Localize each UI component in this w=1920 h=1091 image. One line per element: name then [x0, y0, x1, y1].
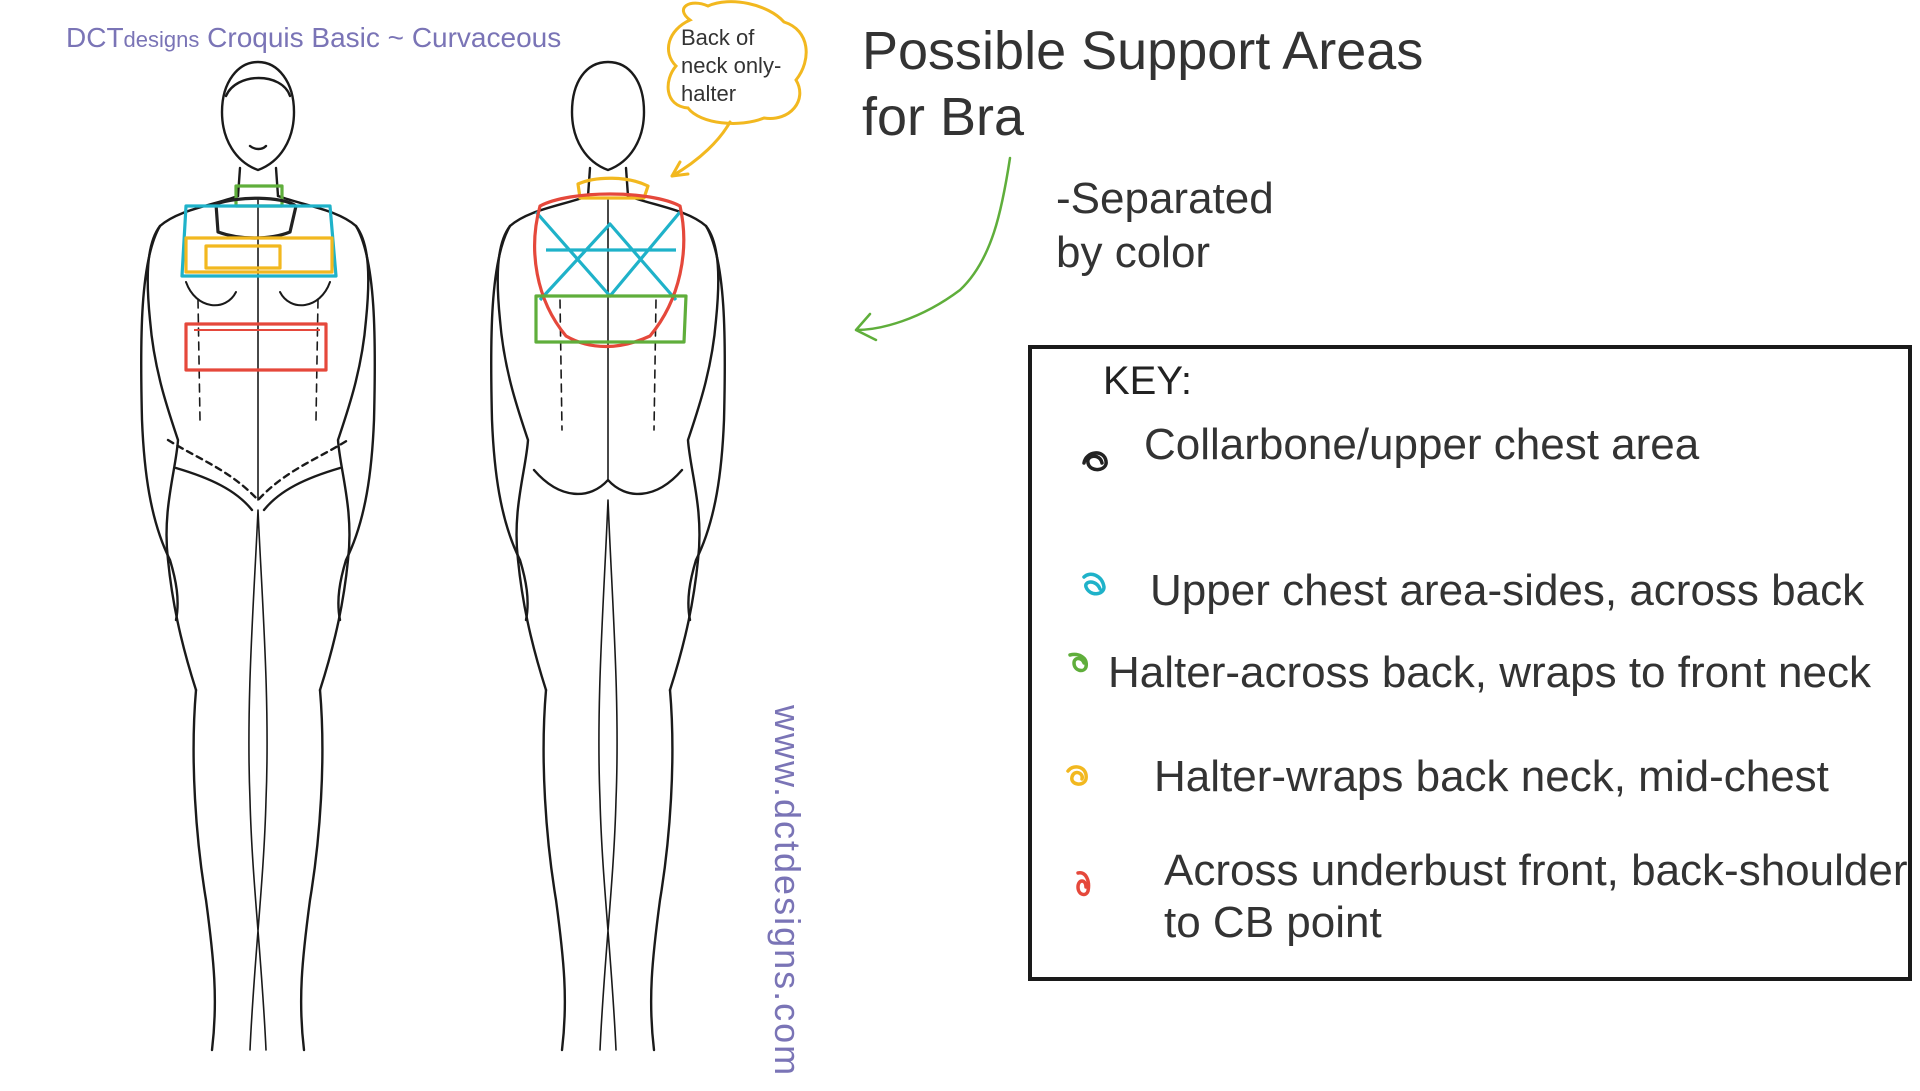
title-line: Possible Support Areas	[862, 21, 1424, 81]
back-support-areas	[533, 176, 688, 349]
key-item-label: Halter-across back, wraps to front neck	[1108, 648, 1871, 697]
scribble-swatch-icon	[1082, 451, 1108, 472]
title-line: for Bra	[862, 87, 1025, 147]
scribble-swatch-icon	[1082, 572, 1106, 596]
brand-name: DCT	[66, 22, 124, 53]
croquis-title: Croquis Basic ~ Curvaceous	[207, 22, 562, 53]
color-key: KEY: Collarbone/upper chest area Upper c…	[1028, 345, 1912, 981]
callout-line: neck only-	[681, 53, 782, 78]
front-figure	[139, 60, 377, 1052]
pointer-arrow	[854, 156, 1012, 342]
key-item-label: Collarbone/upper chest area	[1144, 420, 1700, 469]
subtitle-line: -Separated	[1056, 174, 1274, 223]
website-watermark: www.dctdesigns.com	[767, 705, 808, 1078]
key-item-label: Halter-wraps back neck, mid-chest	[1154, 752, 1829, 801]
subtitle-line: by color	[1056, 228, 1211, 277]
callout-text: Back of neck only- halter	[681, 24, 811, 108]
callout-line: Back of	[681, 25, 755, 50]
scribble-swatch-icon	[1068, 652, 1088, 673]
page-title: Possible Support Areas for Bra	[862, 18, 1482, 150]
brand-suffix: designs	[123, 27, 200, 52]
back-figure	[489, 60, 727, 1052]
scribble-swatch-icon	[1076, 871, 1091, 897]
front-support-areas	[180, 184, 338, 372]
croquis-label: DCTdesigns Croquis Basic ~ Curvaceous	[66, 22, 561, 54]
key-title: KEY:	[1103, 359, 1192, 403]
callout-line: halter	[681, 81, 737, 106]
subtitle: -Separated by color	[1056, 172, 1316, 280]
callout-bubble	[666, 0, 808, 178]
key-item-label: Across underbust front, back-shoulder to…	[1164, 846, 1908, 947]
scribble-swatch-icon	[1066, 765, 1088, 786]
key-item-label: Upper chest area-sides, across back	[1150, 566, 1865, 615]
